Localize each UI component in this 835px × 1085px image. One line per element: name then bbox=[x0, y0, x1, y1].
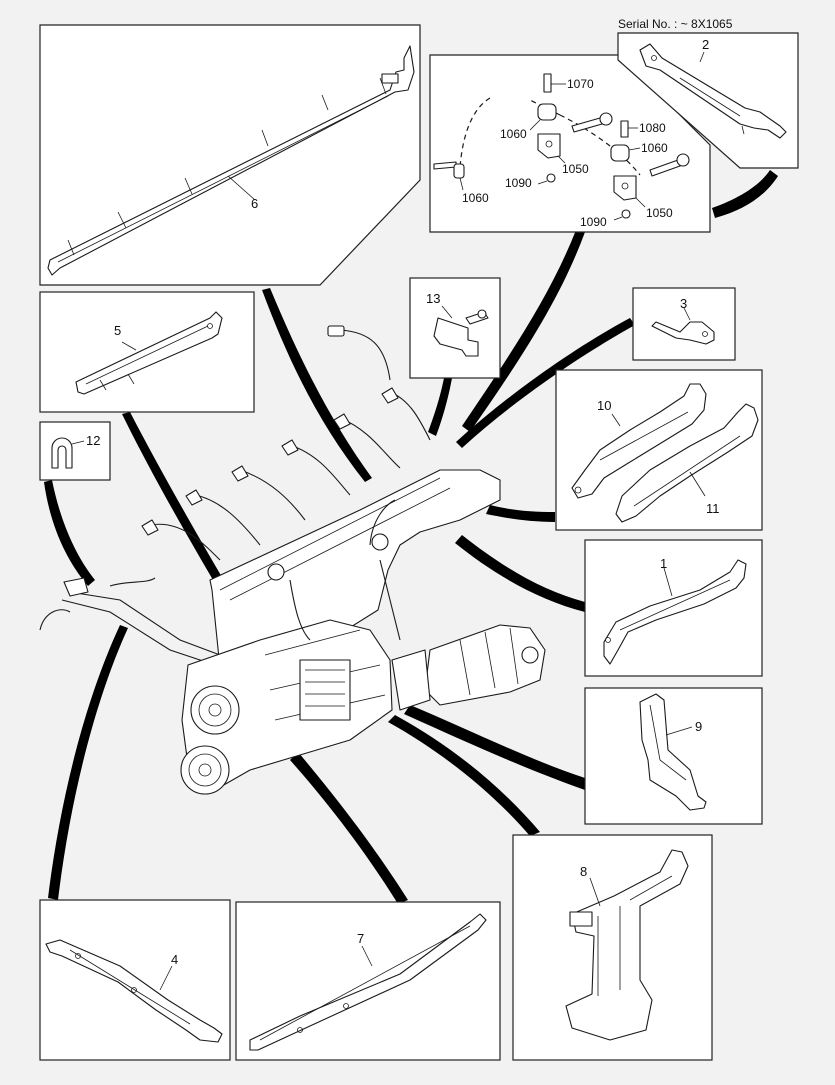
box-part-5: 5 bbox=[39, 291, 255, 413]
box-hardware: 1070 1060 1050 1080 1060 1050 1060 bbox=[429, 54, 711, 233]
leader-ribbons bbox=[44, 170, 778, 904]
box-part-9: 9 bbox=[584, 687, 763, 825]
callout-5: 5 bbox=[114, 323, 121, 338]
callout-1050-b: 1050 bbox=[646, 206, 673, 220]
callout-1060-a: 1060 bbox=[500, 127, 527, 141]
box-part-4: 4 bbox=[39, 899, 231, 1061]
box-part-7: 7 bbox=[235, 901, 501, 1061]
box-part-2: 2 bbox=[617, 32, 799, 169]
box-part-13: 13 bbox=[409, 277, 501, 379]
callout-1090-b: 1090 bbox=[580, 215, 607, 229]
callout-1060-c: 1060 bbox=[462, 191, 489, 205]
box-part-12: 12 bbox=[39, 421, 111, 481]
callout-1070: 1070 bbox=[567, 77, 594, 91]
callout-3: 3 bbox=[680, 296, 687, 311]
callout-11: 11 bbox=[706, 501, 720, 516]
callout-1060-b: 1060 bbox=[641, 141, 668, 155]
box-part-1: 1 bbox=[584, 539, 763, 677]
box-part-6: 6 bbox=[39, 24, 421, 286]
serial-number: Serial No. : ~ 8X1065 bbox=[618, 17, 733, 31]
box-part-3: 3 bbox=[632, 287, 736, 361]
callout-1050-a: 1050 bbox=[562, 162, 589, 176]
callout-2: 2 bbox=[702, 37, 709, 52]
callout-7: 7 bbox=[357, 931, 364, 946]
callout-9: 9 bbox=[695, 719, 702, 734]
callout-4: 4 bbox=[171, 952, 178, 967]
callout-8: 8 bbox=[580, 864, 587, 879]
box-part-10-11: 10 11 bbox=[555, 369, 763, 531]
callout-1090-a: 1090 bbox=[505, 176, 532, 190]
engine-harness-assembly bbox=[39, 325, 546, 795]
callout-13: 13 bbox=[426, 291, 440, 306]
callout-1: 1 bbox=[660, 556, 667, 571]
callout-6: 6 bbox=[251, 196, 258, 211]
box-part-8: 8 bbox=[512, 834, 713, 1061]
callout-12: 12 bbox=[86, 433, 100, 448]
callout-10: 10 bbox=[597, 398, 611, 413]
callout-1080: 1080 bbox=[639, 121, 666, 135]
